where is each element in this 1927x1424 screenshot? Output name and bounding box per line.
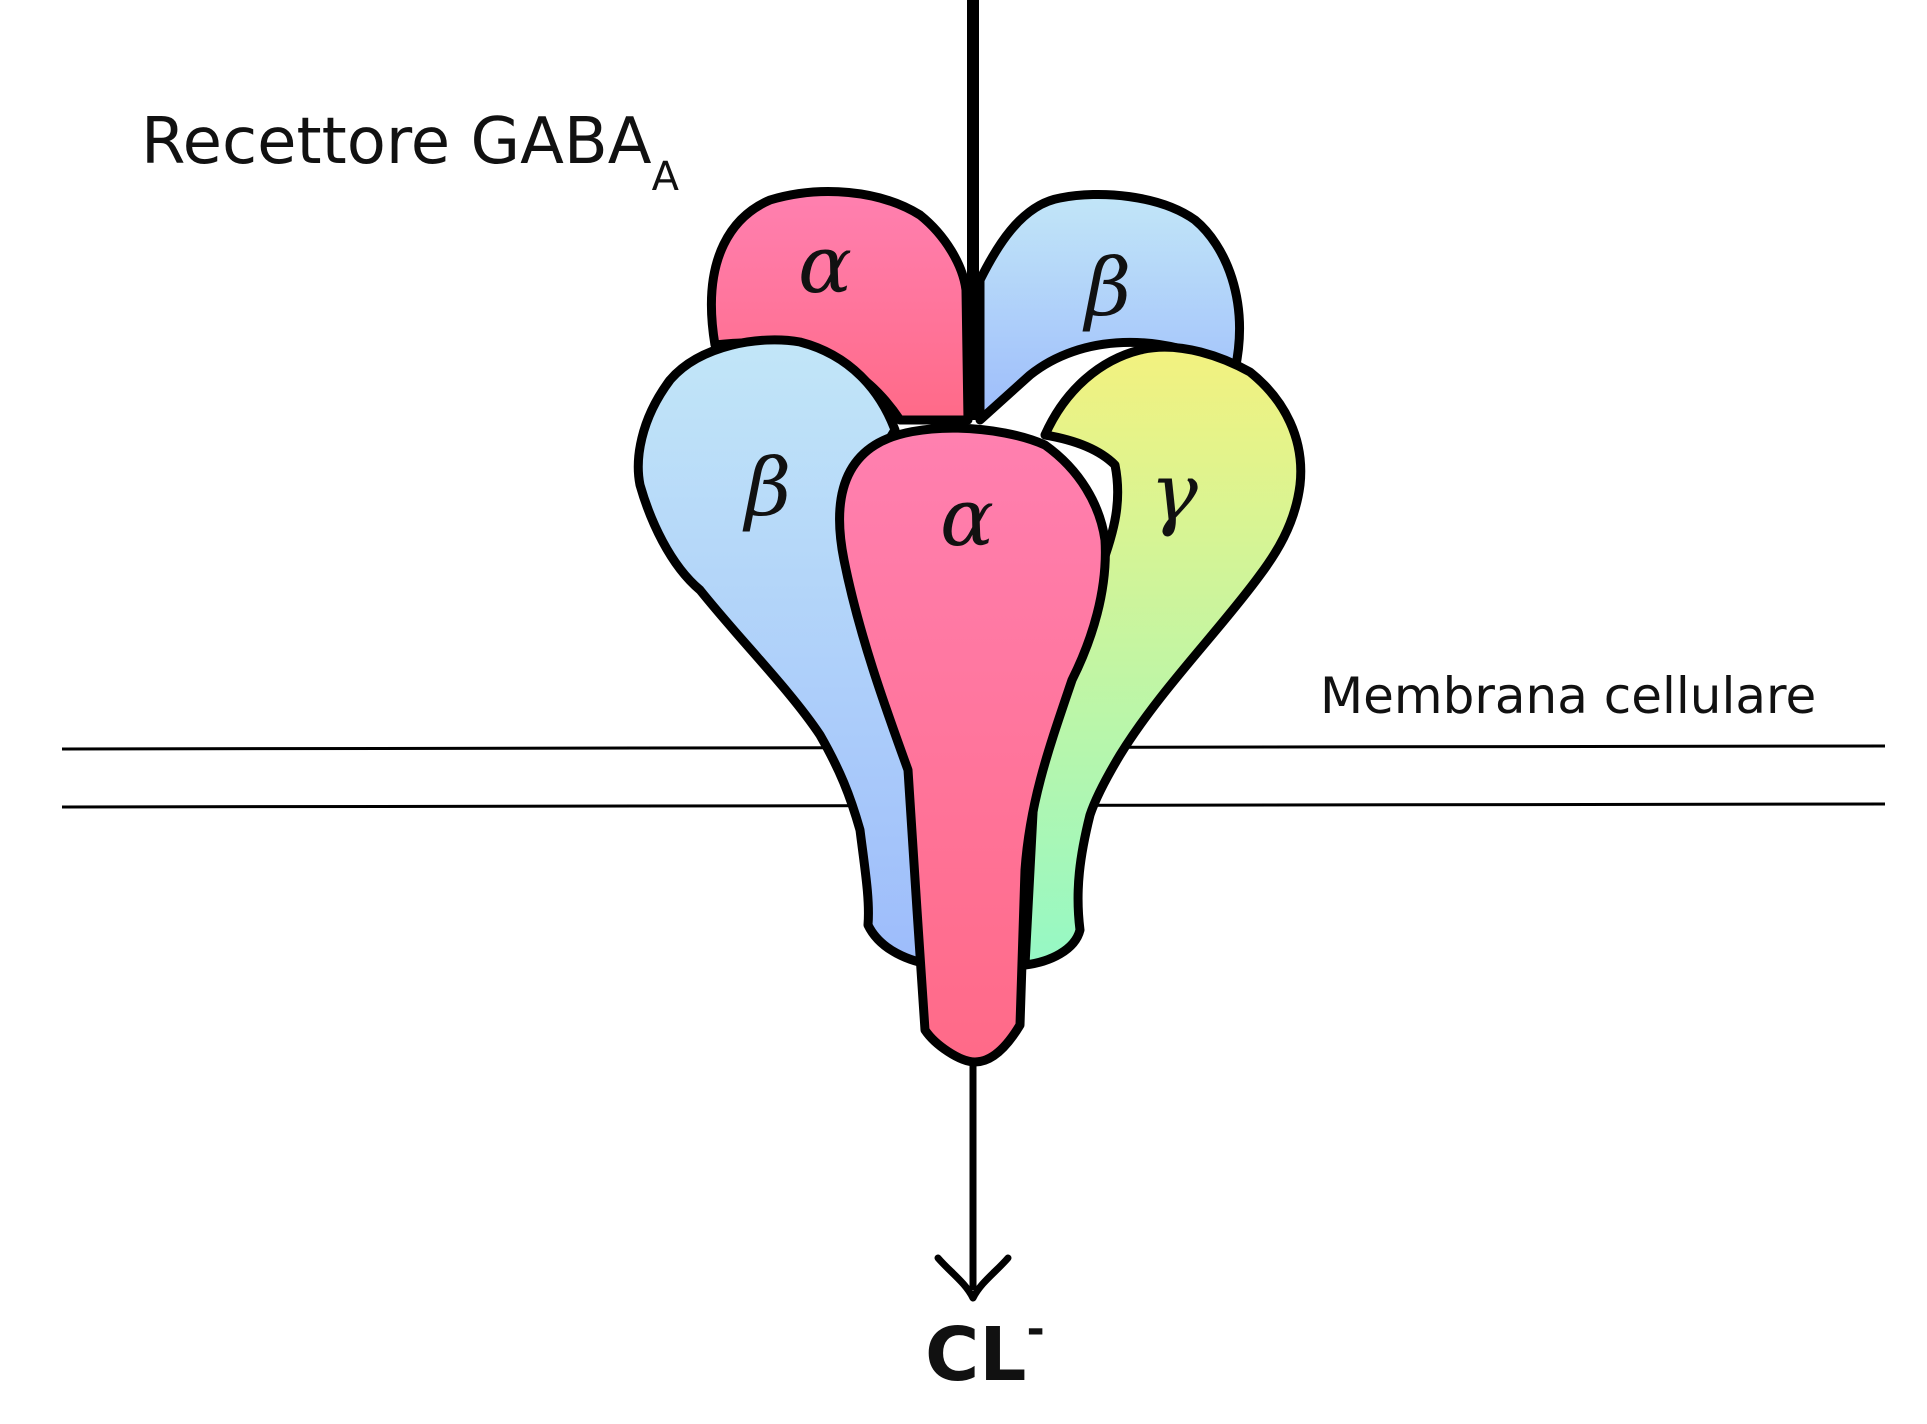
ion-label: CL- — [925, 1304, 1045, 1398]
diagram-title: Recettore GABAA — [141, 105, 680, 200]
subunit-label-front-center: α — [940, 471, 994, 564]
subunit-label-back-right: β — [1082, 241, 1131, 334]
title-main: Recettore GABA — [141, 105, 652, 179]
title-subscript: A — [652, 154, 680, 200]
subunit-label-front-left: β — [742, 441, 791, 534]
subunit-front-center — [835, 423, 1110, 1067]
ion-symbol: CL — [925, 1312, 1026, 1398]
membrane-label: Membrana cellulare — [1320, 667, 1816, 725]
subunit-label-front-right: γ — [1150, 446, 1198, 539]
arrow-down-icon — [934, 1254, 1012, 1302]
ion-charge: - — [1026, 1304, 1044, 1355]
subunit-label-back-left: α — [798, 218, 852, 311]
subunit-back-right — [975, 190, 1244, 425]
